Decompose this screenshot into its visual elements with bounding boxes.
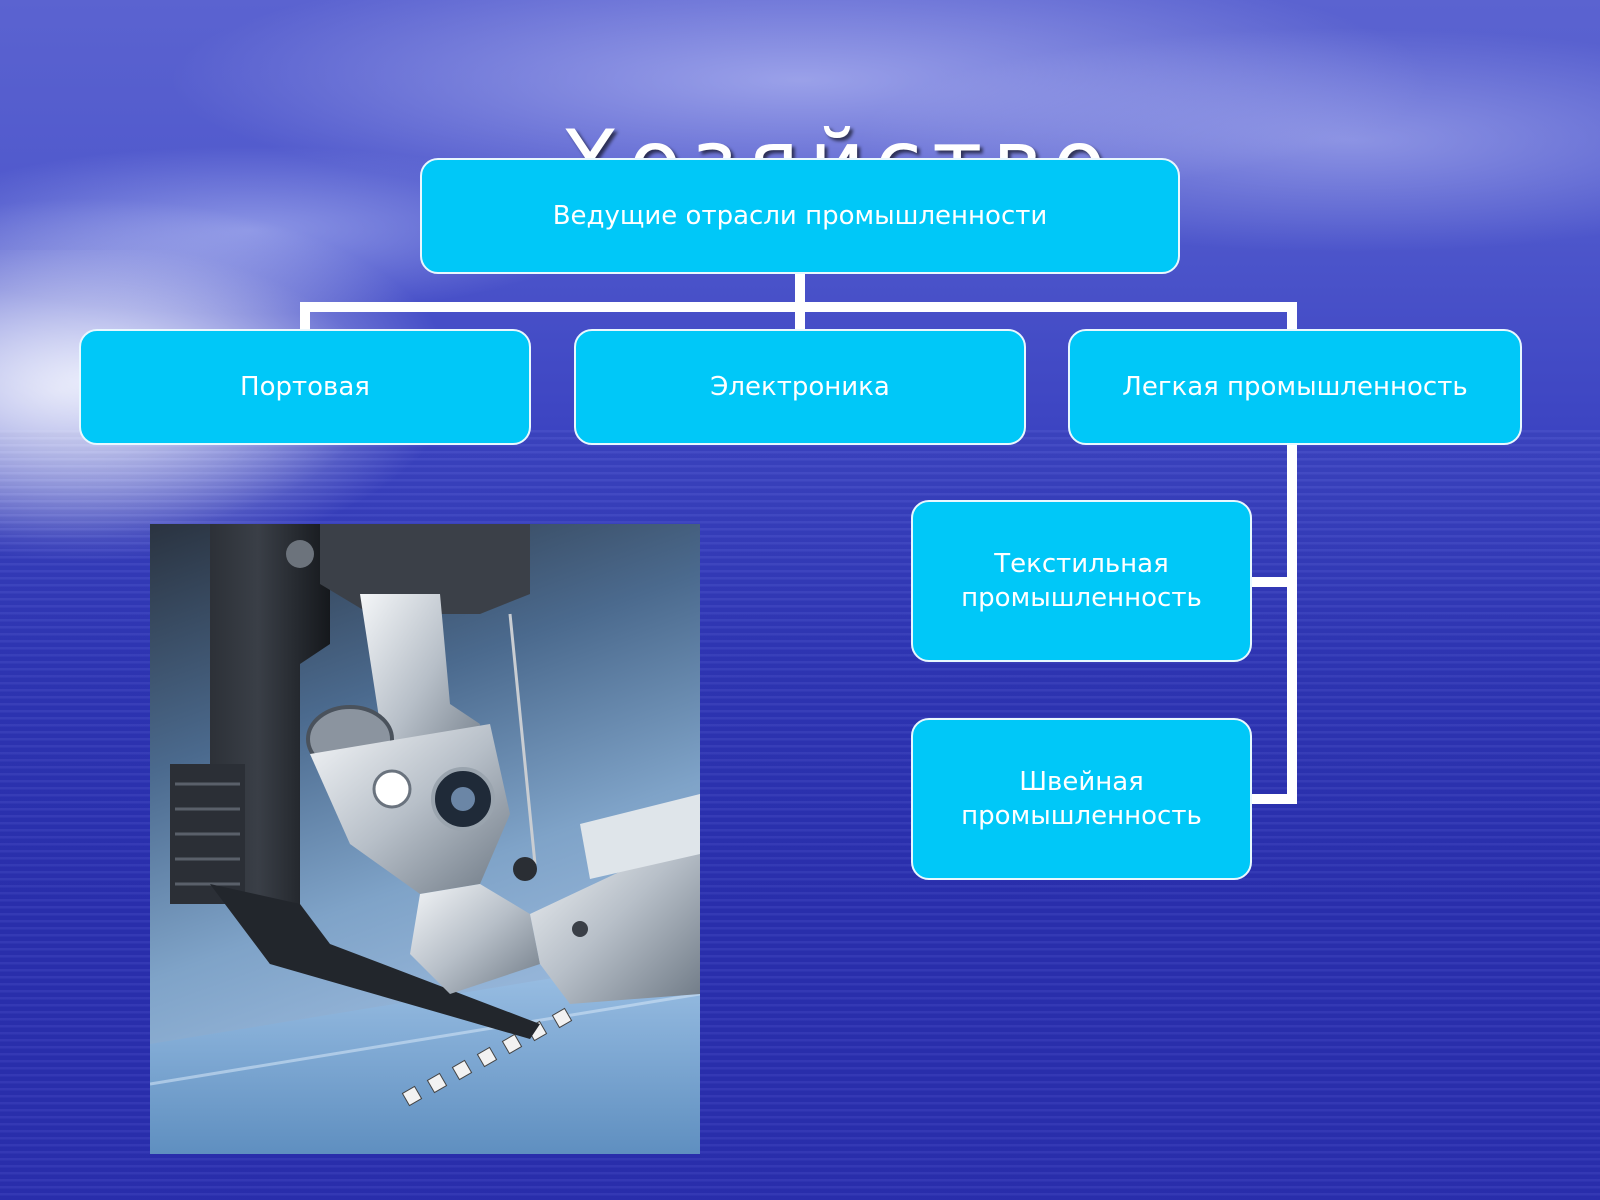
connector-root-down [795,272,805,310]
diagram-label-light-industry: Легкая промышленность [1122,372,1468,402]
diagram-box-textile: Текстильная промышленность [911,500,1252,662]
connector-textile [1248,577,1297,587]
connector-light-vertical [1287,444,1297,804]
diagram-box-port: Портовая [79,329,531,445]
diagram-box-light-industry: Легкая промышленность [1068,329,1522,445]
connector-left-down [300,302,310,332]
diagram-root-label: Ведущие отрасли промышленности [552,201,1048,231]
diagram-box-electronics: Электроника [574,329,1026,445]
diagram-label-electronics: Электроника [710,372,890,402]
diagram-label-textile: Текстильная промышленность [961,549,1202,613]
connector-sewing [1248,794,1297,804]
connector-mid-down [795,302,805,332]
connector-right-down [1287,302,1297,332]
diagram-box-sewing: Швейная промышленность [911,718,1252,880]
sewing-machine-photo [150,524,700,1154]
diagram-label-sewing: Швейная промышленность [961,767,1202,831]
diagram-label-port: Портовая [240,372,370,402]
diagram-root-box: Ведущие отрасли промышленности [420,158,1180,274]
sewing-machine-illustration [150,524,700,1154]
